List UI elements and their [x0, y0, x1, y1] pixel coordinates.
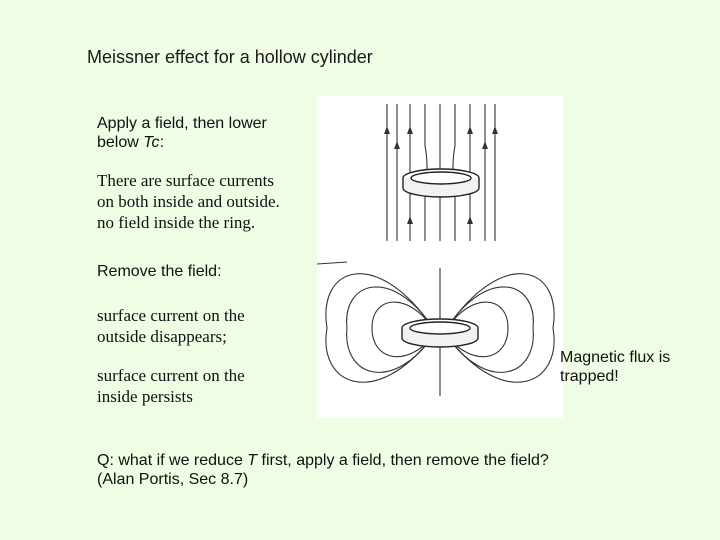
step1-line2: below Tc:	[97, 134, 165, 151]
step1-text: Apply a field, then lower below Tc:	[97, 114, 267, 152]
t-symbol: T	[247, 452, 258, 469]
step1-line1: Apply a field, then lower	[97, 115, 267, 132]
field-arrows	[384, 126, 498, 224]
question-text: Q: what if we reduce T first, apply a fi…	[97, 451, 549, 489]
citation: (Alan Portis, Sec 8.7)	[97, 471, 249, 488]
question-line1: Q: what if we reduce T first, apply a fi…	[97, 452, 549, 469]
step2-label: Remove the field:	[97, 263, 222, 280]
tc-symbol: Tc	[143, 134, 160, 151]
step2-inside-text: surface current on the inside persists	[97, 366, 245, 406]
field-diagram	[317, 104, 555, 396]
slide-title: Meissner effect for a hollow cylinder	[87, 47, 373, 67]
ring-top	[402, 168, 480, 198]
step2-outside-text: surface current on the outside disappear…	[97, 306, 245, 346]
flux-trapped-note: Magnetic flux is trapped!	[560, 349, 671, 385]
ring-bottom	[401, 318, 479, 348]
meissner-figure	[317, 96, 563, 418]
step1-result-text: There are surface currents on both insid…	[97, 171, 280, 232]
